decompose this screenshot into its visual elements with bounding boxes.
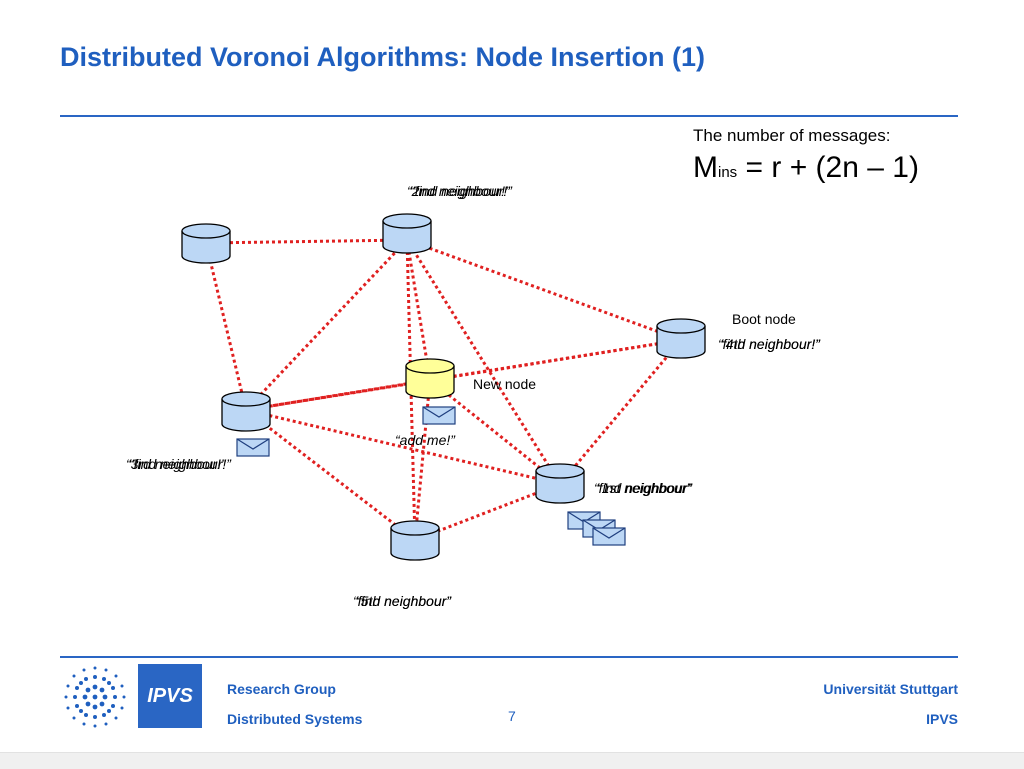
institute-name: IPVS [926,711,958,727]
slide-title: Distributed Voronoi Algorithms: Node Ins… [60,42,705,72]
ipvs-logo: IPVS [138,664,202,728]
university-logo-icon [64,666,126,728]
page-number: 7 [508,708,516,724]
bottom-band [0,752,1024,769]
message-label-boot-a: “find neighbour!” [718,336,820,352]
distributed-systems-text: Distributed Systems [227,711,363,727]
message-label-left-a: “3rd neighbour!” [126,456,226,472]
research-group-text: Research Group [227,681,336,697]
new-node [405,358,455,399]
node-top-left [181,223,231,264]
envelope-icon [422,406,456,425]
node-bottom [390,520,440,561]
footer-divider [60,656,958,658]
node-left [221,391,271,432]
title-divider [60,115,958,117]
message-label-bottom-a: “find neighbour” [353,593,452,609]
message-label-top-b: “find neighbour!” [410,183,512,199]
formula-label: The number of messages: [693,126,891,145]
add-me-message: “add me!” [395,432,455,448]
message-label-right-a: “find neighbour” [594,480,693,496]
formula-rest: = r + (2n – 1) [737,151,919,184]
new-node-label: New node [473,376,537,392]
node-top-center [382,213,432,254]
message-label-left-b: “find neighbour!” [129,456,231,472]
message-formula: Mins = r + (2n – 1) [693,151,919,185]
message-label-top-a: “2nd neighbour!” [407,183,510,199]
envelope-icon [592,527,626,546]
formula-subscript: ins [718,164,738,181]
university-name: Universität Stuttgart [823,681,958,697]
message-label-right-b: “1st neighbour” [597,480,692,496]
envelope-icon [236,438,270,457]
boot-node [656,318,706,359]
boot-node-label: Boot node [732,311,796,327]
message-label-boot-b: “4th neighbour!” [721,336,820,352]
message-label-bottom-b: “5th neighbour” [356,593,451,609]
formula-m: M [693,151,718,184]
node-right [535,463,585,504]
